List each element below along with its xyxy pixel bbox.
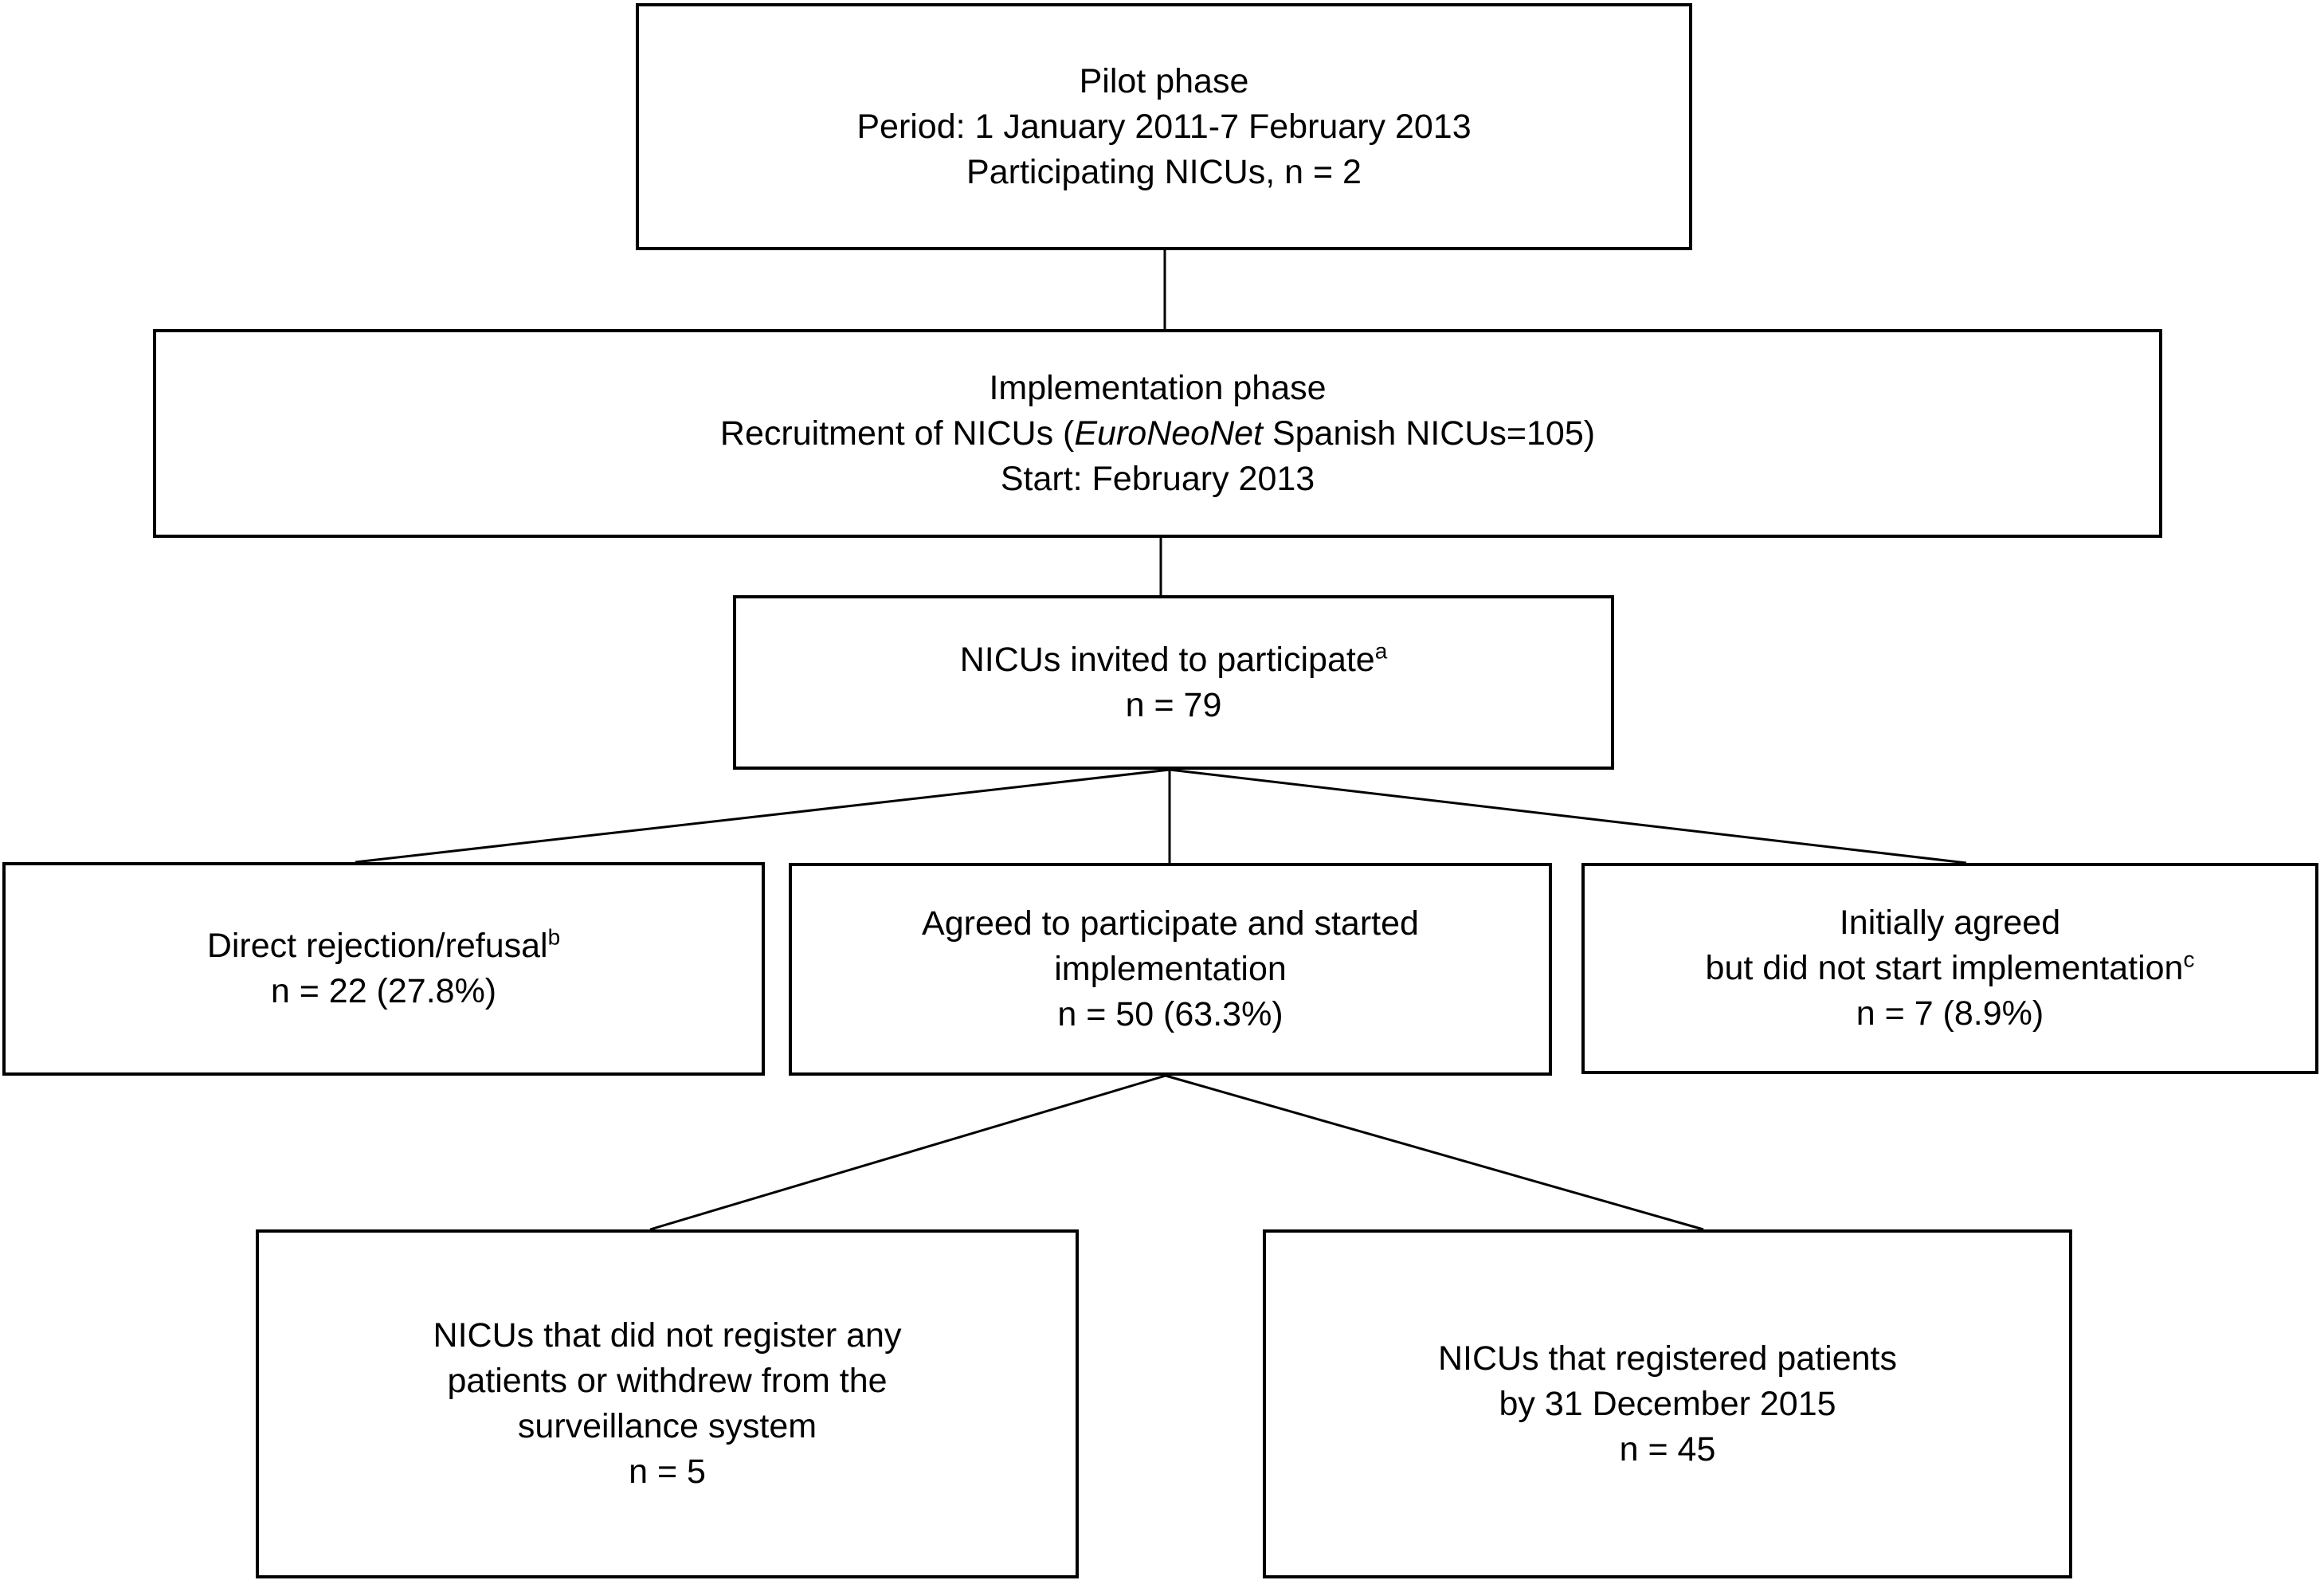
box-line: Recruitment of NICUs (EuroNeoNet Spanish… bbox=[719, 414, 1596, 453]
footnote-marker-a: a bbox=[1374, 638, 1388, 664]
connector-invited-to-rejection bbox=[355, 768, 1170, 864]
box-line: n = 7 (8.9%) bbox=[1856, 994, 2044, 1033]
connector-invited-to-initially-agreed bbox=[1169, 768, 1967, 865]
box-line: but did not start implementationc bbox=[1705, 947, 2195, 987]
direct-rejection-box: Direct rejection/refusalb n = 22 (27.8%) bbox=[2, 862, 765, 1076]
box-line: Implementation phase bbox=[989, 368, 1327, 407]
box-line: Initially agreed bbox=[1839, 904, 2061, 942]
box-line: n = 22 (27.8%) bbox=[270, 972, 497, 1010]
implementation-phase-box: Implementation phase Recruitment of NICU… bbox=[153, 329, 2162, 538]
box-line: Pilot phase bbox=[1079, 61, 1249, 100]
box-line: NICUs that registered patients bbox=[1438, 1339, 1897, 1378]
box-line: n = 5 bbox=[629, 1453, 706, 1491]
registered-patients-box: NICUs that registered patients by 31 Dec… bbox=[1263, 1229, 2072, 1578]
connector-agreed-to-no-register bbox=[649, 1074, 1166, 1231]
did-not-register-box: NICUs that did not register any patients… bbox=[256, 1229, 1079, 1578]
box-line: Period: 1 January 2011-7 February 2013 bbox=[856, 107, 1472, 146]
box-line: NICUs that did not register any bbox=[433, 1316, 902, 1355]
box-line: patients or withdrew from the bbox=[447, 1362, 888, 1400]
box-line: Start: February 2013 bbox=[1000, 459, 1315, 498]
footnote-marker-c: c bbox=[2183, 947, 2195, 972]
box-line: NICUs invited to participatea bbox=[959, 638, 1388, 679]
connector-agreed-to-registered bbox=[1165, 1074, 1704, 1231]
agreed-started-implementation-box: Agreed to participate and started implem… bbox=[789, 863, 1552, 1076]
box-line: Agreed to participate and started bbox=[922, 904, 1419, 943]
euroneonet-italic: EuroNeoNet bbox=[1074, 414, 1263, 453]
invited-to-participate-box: NICUs invited to participatea n = 79 bbox=[733, 595, 1614, 770]
initially-agreed-box: Initially agreed but did not start imple… bbox=[1581, 863, 2318, 1074]
box-line: by 31 December 2015 bbox=[1499, 1384, 1836, 1423]
box-line: surveillance system bbox=[517, 1407, 817, 1445]
box-line: implementation bbox=[1054, 950, 1287, 988]
box-line: n = 79 bbox=[1125, 685, 1222, 724]
pilot-phase-box: Pilot phase Period: 1 January 2011-7 Feb… bbox=[636, 3, 1692, 250]
box-line: n = 45 bbox=[1619, 1429, 1716, 1468]
footnote-marker-b: b bbox=[547, 924, 561, 950]
box-line: n = 50 (63.3%) bbox=[1057, 995, 1283, 1033]
box-line: Participating NICUs, n = 2 bbox=[966, 152, 1362, 191]
box-line: Direct rejection/refusalb bbox=[206, 924, 561, 965]
